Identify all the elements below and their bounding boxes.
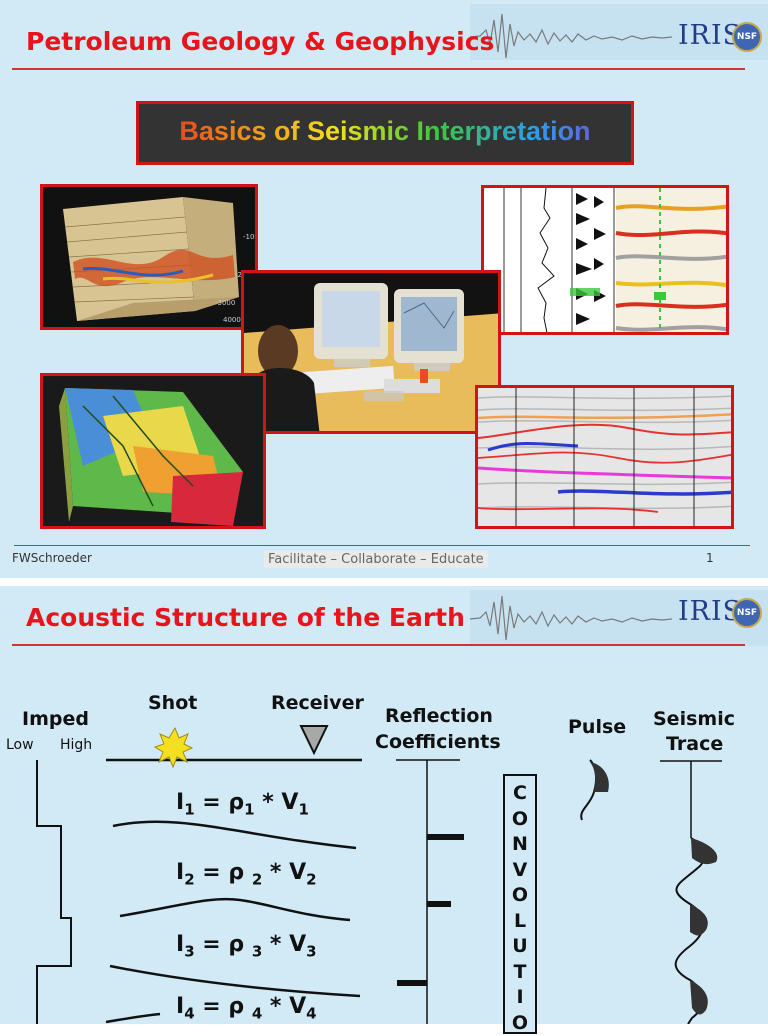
- cube-axis-label: -1000: [243, 233, 258, 241]
- eq-symbol: I: [176, 790, 184, 815]
- nsf-seal-icon: NSF: [732, 22, 762, 52]
- convolution-letter: T: [505, 960, 535, 986]
- title-rule: [12, 68, 745, 70]
- title-rule: [12, 644, 745, 646]
- convolution-letter: O: [505, 1011, 535, 1036]
- eq-subscript: 2: [252, 870, 262, 888]
- eq-subscript: 4: [306, 1004, 316, 1022]
- coefficients-label: Coefficients: [375, 731, 501, 753]
- convolution-box: C O N V O L U T I O: [503, 774, 537, 1034]
- well-log-seismic-tie-image: [481, 185, 729, 335]
- convolution-letter: V: [505, 858, 535, 884]
- eq-symbol: ρ: [228, 932, 244, 957]
- eq-subscript: 3: [184, 942, 194, 960]
- eq-symbol: ρ: [228, 790, 244, 815]
- footer-tagline: Facilitate – Collaborate – Educate: [264, 551, 488, 568]
- seismic-label: Seismic: [653, 708, 735, 730]
- shot-label: Shot: [148, 692, 197, 714]
- eq-symbol: I: [176, 994, 184, 1019]
- eq-subscript: 1: [184, 800, 194, 818]
- eq-subscript: 2: [184, 870, 194, 888]
- slide-title: Acoustic Structure of the Earth: [26, 603, 465, 632]
- eq-symbol: V: [289, 860, 306, 885]
- convolution-letter: N: [505, 832, 535, 858]
- seismic-3d-cube-image: -1000 -2000 -3000 4000.0: [40, 184, 258, 330]
- eq-subscript: 4: [252, 1004, 262, 1022]
- slide-acoustic-structure: Acoustic Structure of the Earth IRIS NSF: [0, 586, 768, 1024]
- interpreted-seismic-section-image: [475, 385, 734, 529]
- workstation-photo: [241, 270, 501, 434]
- nsf-seal-icon: NSF: [732, 598, 762, 628]
- cube-axis-label: -3000: [215, 299, 235, 307]
- convolution-letter: U: [505, 934, 535, 960]
- convolution-letter: L: [505, 909, 535, 935]
- equation-layer-2: I2 = ρ 2 * V2: [176, 860, 317, 888]
- trace-label: Trace: [666, 733, 723, 755]
- eq-symbol: I: [176, 932, 184, 957]
- receiver-label: Receiver: [271, 692, 364, 714]
- convolution-letter: O: [505, 883, 535, 909]
- eq-symbol: V: [289, 932, 306, 957]
- low-label: Low: [6, 737, 34, 753]
- eq-subscript: 1: [244, 800, 254, 818]
- equation-layer-4: I4 = ρ 4 * V4: [176, 994, 317, 1022]
- eq-symbol: V: [281, 790, 298, 815]
- convolution-letter: O: [505, 807, 535, 833]
- convolution-letter: C: [505, 781, 535, 807]
- imped-label: Imped: [22, 708, 89, 730]
- 3d-horizon-surface-image: [40, 373, 266, 529]
- slide-title: Petroleum Geology & Geophysics: [26, 27, 494, 56]
- page-number: 1: [706, 551, 714, 565]
- eq-subscript: 1: [298, 800, 308, 818]
- slide-petroleum-geology: Petroleum Geology & Geophysics IRIS NSF …: [0, 0, 768, 578]
- eq-subscript: 4: [184, 1004, 194, 1022]
- equation-layer-1: I1 = ρ1 * V1: [176, 790, 309, 818]
- eq-subscript: 2: [306, 870, 316, 888]
- eq-subscript: 3: [252, 942, 262, 960]
- footer-rule: [14, 545, 750, 546]
- equation-layer-3: I3 = ρ 3 * V3: [176, 932, 317, 960]
- banner-text: Basics of Seismic Interpretation: [139, 116, 631, 147]
- eq-symbol: ρ: [228, 994, 244, 1019]
- eq-symbol: ρ: [228, 860, 244, 885]
- eq-symbol: I: [176, 860, 184, 885]
- eq-symbol: V: [289, 994, 306, 1019]
- footer-author: FWSchroeder: [12, 551, 92, 565]
- pulse-label: Pulse: [568, 716, 626, 738]
- convolution-letter: I: [505, 985, 535, 1011]
- eq-subscript: 3: [306, 942, 316, 960]
- reflection-label: Reflection: [385, 705, 493, 727]
- high-label: High: [60, 737, 92, 753]
- title-banner: Basics of Seismic Interpretation: [136, 101, 634, 165]
